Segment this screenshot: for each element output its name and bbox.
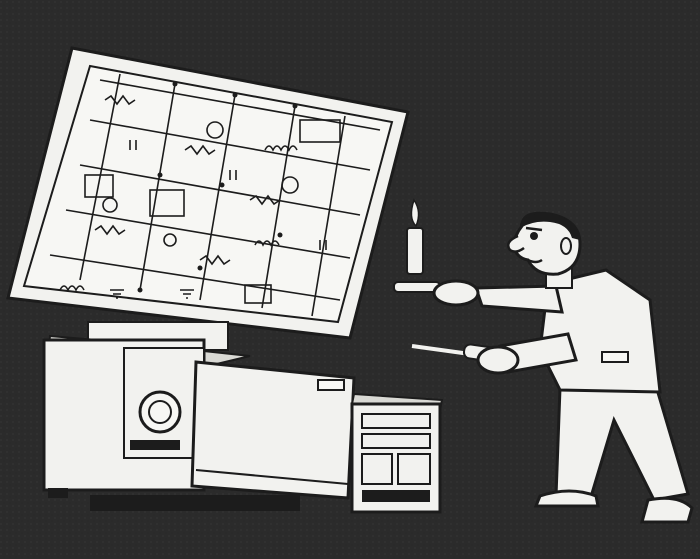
circuit-diagram (49, 73, 381, 317)
console-foot-left (48, 488, 68, 498)
equipment-cabinet (350, 392, 444, 514)
technician-eye (530, 232, 538, 240)
technician (432, 211, 694, 524)
technician-nose (507, 234, 525, 253)
drawer-handle (317, 379, 345, 391)
arm-upper (473, 284, 564, 314)
console-drawer (190, 360, 356, 500)
technician-hair (520, 213, 580, 240)
console-base (42, 334, 356, 511)
oscilloscope-dial (138, 390, 182, 434)
left-shoe (533, 489, 600, 508)
console-slot (130, 440, 180, 450)
hand-upper (432, 279, 480, 307)
flame-icon (410, 198, 420, 228)
schematic-screen (6, 46, 410, 340)
candle-stick (406, 227, 424, 275)
hand-lower (476, 345, 520, 375)
jacket-pocket (601, 351, 629, 363)
circuit-nodes (137, 81, 298, 293)
screwdriver-shaft (411, 344, 471, 356)
right-shoe (640, 496, 694, 524)
